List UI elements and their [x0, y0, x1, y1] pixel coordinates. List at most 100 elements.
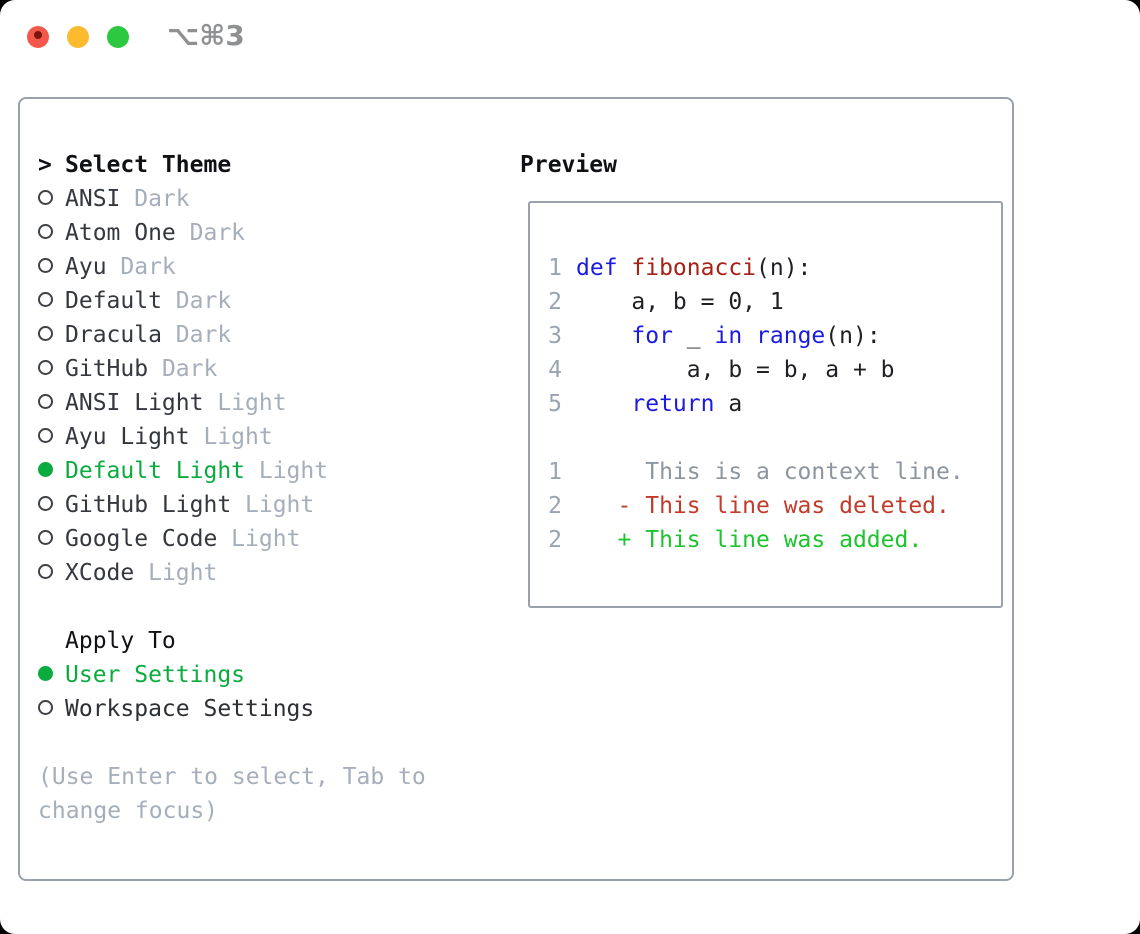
window-title-shortcut: ⌥⌘3 — [167, 19, 245, 52]
theme-variant: Light — [134, 560, 218, 586]
theme-variant: Light — [217, 526, 301, 552]
bullet-cell — [38, 488, 65, 522]
theme-option-google-code-light[interactable]: Google Code Light — [38, 522, 474, 556]
diff-line-added: 2 + This line was added. — [548, 523, 1001, 557]
theme-option-default-light-light[interactable]: Default Light Light — [38, 454, 474, 488]
bullet-cell — [38, 556, 65, 590]
radio-unselected-icon — [38, 428, 53, 443]
code-text: def fibonacci(n): — [576, 255, 812, 281]
bullet-cell — [38, 182, 65, 216]
radio-unselected-icon — [38, 258, 53, 273]
theme-variant: Dark — [161, 288, 232, 314]
minimize-button[interactable] — [67, 26, 89, 48]
theme-variant: Dark — [148, 356, 218, 382]
spacer — [38, 726, 474, 760]
radio-unselected-icon — [38, 190, 53, 205]
radio-unselected-icon — [38, 496, 53, 511]
apply-option-label: Workspace Settings — [65, 696, 315, 722]
close-button[interactable] — [27, 26, 49, 48]
code-line: 4 a, b = b, a + b — [548, 353, 1001, 387]
line-number: 1 — [548, 255, 562, 281]
bullet-cell — [38, 352, 65, 386]
theme-name: ANSI Light — [65, 390, 204, 416]
diff-preview: 1 This is a context line.2 - This line w… — [548, 455, 1001, 557]
theme-name: Dracula — [65, 322, 162, 348]
theme-option-default-dark[interactable]: Default Dark — [38, 284, 474, 318]
theme-option-atom-one-dark[interactable]: Atom One Dark — [38, 216, 474, 250]
theme-option-ansi-dark[interactable]: ANSI Dark — [38, 182, 474, 216]
theme-variant: Light — [189, 424, 273, 450]
unsaved-dot-icon — [34, 31, 42, 39]
code-line: 1 def fibonacci(n): — [548, 251, 1001, 285]
code-line: 5 return a — [548, 387, 1001, 421]
bullet-cell — [38, 318, 65, 352]
radio-selected-icon — [38, 666, 53, 681]
theme-name: GitHub Light — [65, 492, 232, 518]
select-theme-heading: >Select Theme — [38, 148, 474, 182]
theme-name: Default Light — [65, 458, 246, 484]
bullet-cell — [38, 216, 65, 250]
code-line: 2 a, b = 0, 1 — [548, 285, 1001, 319]
code-text: a, b = 0, 1 — [576, 289, 784, 315]
bullet-cell — [38, 420, 65, 454]
bullet-cell — [38, 386, 65, 420]
line-number: 5 — [548, 391, 562, 417]
prompt-cursor-icon: > — [38, 152, 52, 178]
theme-name: Ayu Light — [65, 424, 190, 450]
radio-unselected-icon — [38, 326, 53, 341]
theme-variant: Light — [245, 458, 329, 484]
radio-unselected-icon — [38, 564, 53, 579]
hint-text: (Use Enter to select, Tab to change focu… — [38, 764, 426, 824]
bullet-cell — [38, 522, 65, 556]
theme-option-github-light-light[interactable]: GitHub Light Light — [38, 488, 474, 522]
radio-selected-icon — [38, 462, 53, 477]
theme-option-dracula-dark[interactable]: Dracula Dark — [38, 318, 474, 352]
theme-option-ansi-light-light[interactable]: ANSI Light Light — [38, 386, 474, 420]
theme-option-github-dark[interactable]: GitHub Dark — [38, 352, 474, 386]
zoom-button[interactable] — [107, 26, 129, 48]
bullet-cell — [38, 658, 65, 692]
line-number: 2 — [548, 527, 562, 553]
theme-variant: Light — [203, 390, 287, 416]
apply-to-title: Apply To — [65, 628, 176, 654]
radio-unselected-icon — [38, 394, 53, 409]
line-number: 2 — [548, 493, 562, 519]
line-number: 3 — [548, 323, 562, 349]
diff-text: + This line was added. — [576, 527, 923, 553]
spacer — [38, 590, 474, 624]
code-text: for _ in range(n): — [631, 323, 881, 349]
apply-to-heading: Apply To — [38, 624, 474, 658]
apply-option-workspace-settings[interactable]: Workspace Settings — [38, 692, 474, 726]
theme-option-ayu-dark[interactable]: Ayu Dark — [38, 250, 474, 284]
theme-name: Default — [65, 288, 162, 314]
radio-unselected-icon — [38, 224, 53, 239]
diff-text: This is a context line. — [576, 459, 964, 485]
diff-line-deleted: 2 - This line was deleted. — [548, 489, 1001, 523]
line-number: 1 — [548, 459, 562, 485]
line-number: 4 — [548, 357, 562, 383]
bullet-cell — [38, 250, 65, 284]
radio-unselected-icon — [38, 530, 53, 545]
window-controls — [27, 26, 129, 48]
theme-variant: Dark — [120, 186, 190, 212]
line-number: 2 — [548, 289, 562, 315]
code-line: 3 for _ in range(n): — [548, 319, 1001, 353]
theme-variant: Dark — [106, 254, 176, 280]
theme-variant: Dark — [175, 220, 246, 246]
theme-name: XCode — [65, 560, 135, 586]
theme-name: Google Code — [65, 526, 218, 552]
theme-option-xcode-light[interactable]: XCode Light — [38, 556, 474, 590]
diff-line-context: 1 This is a context line. — [548, 455, 1001, 489]
theme-name: Ayu — [65, 254, 107, 280]
theme-option-ayu-light-light[interactable]: Ayu Light Light — [38, 420, 474, 454]
apply-option-user-settings[interactable]: User Settings — [38, 658, 474, 692]
theme-name: ANSI — [65, 186, 121, 212]
theme-variant: Light — [231, 492, 315, 518]
